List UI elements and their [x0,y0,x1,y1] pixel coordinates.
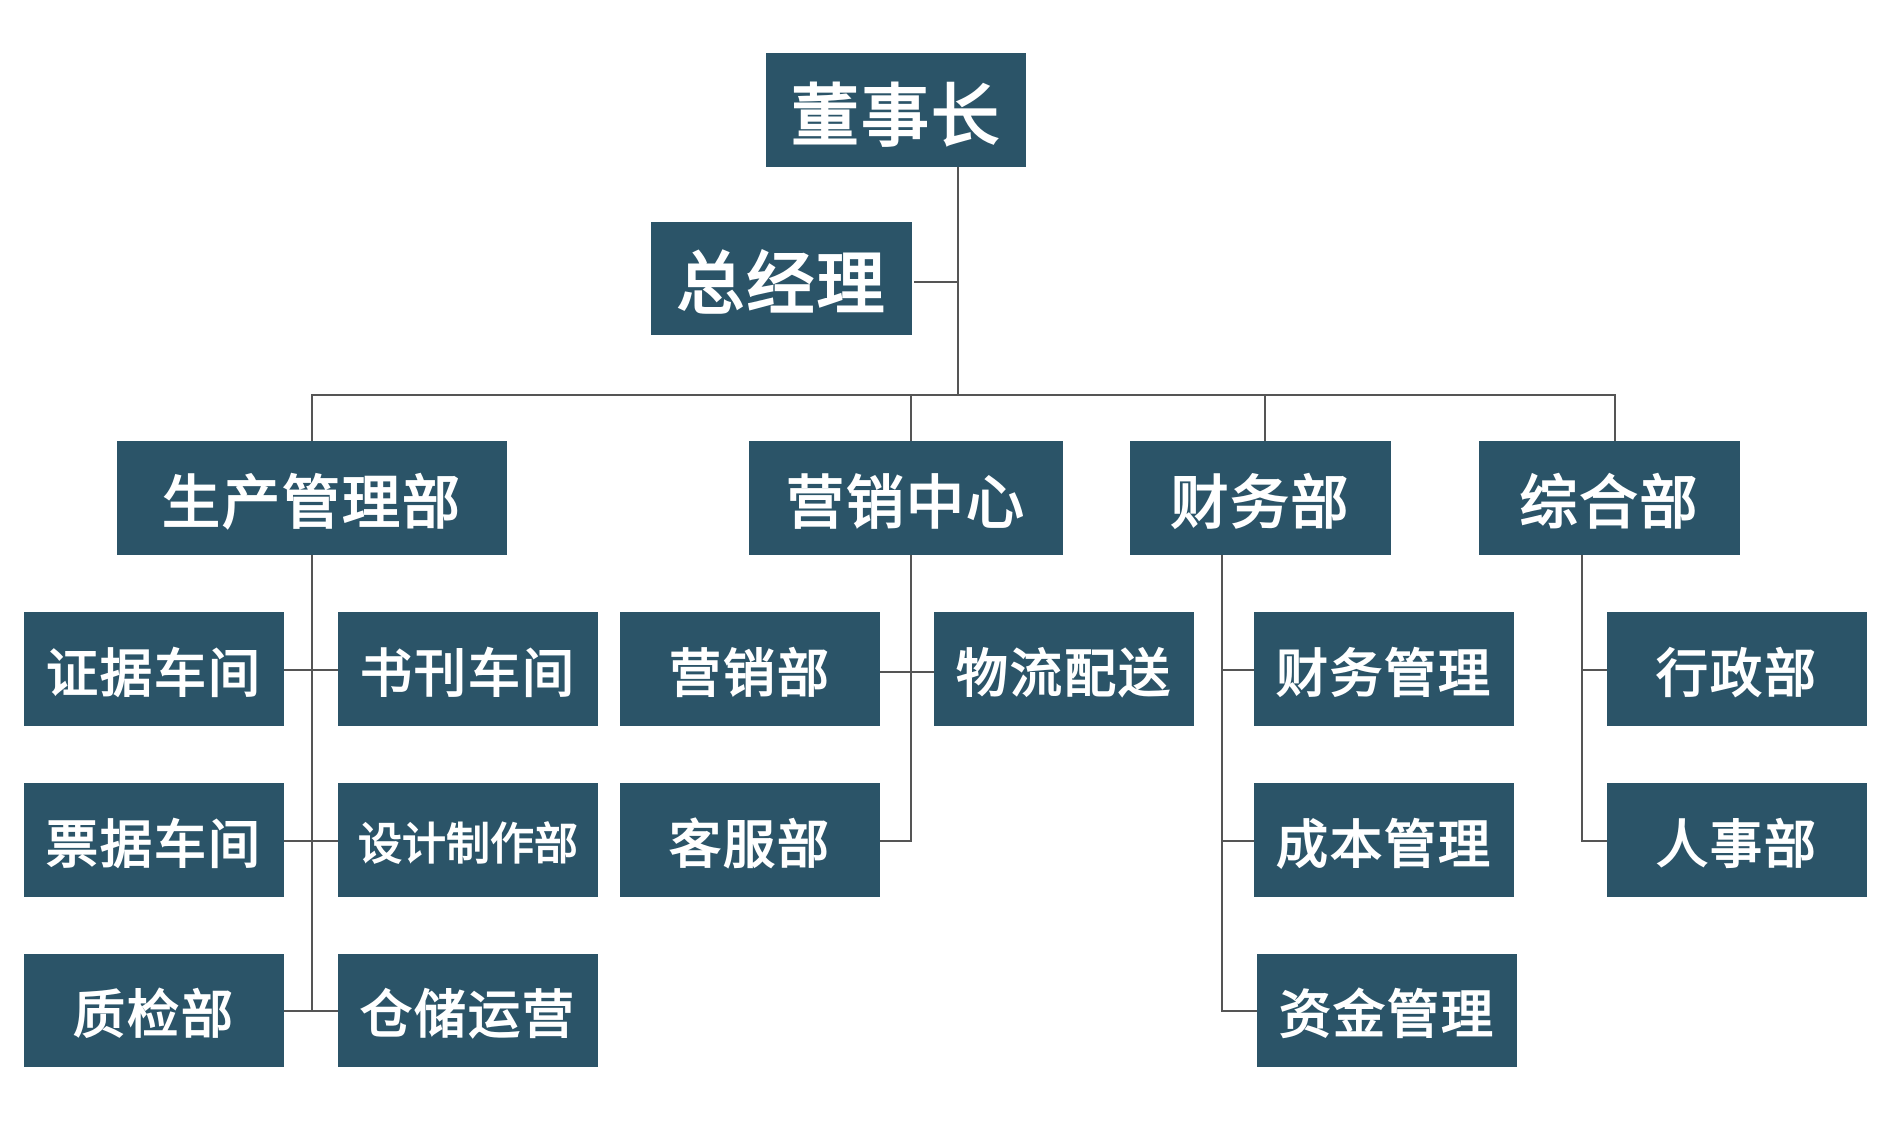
connector [914,281,958,283]
unit-box: 仓储运营 [338,954,598,1067]
connector [311,555,313,1011]
connector [910,555,912,841]
connector [1221,669,1254,671]
unit-box: 营销部 [620,612,880,726]
connector [1221,840,1254,842]
unit-box: 行政部 [1607,612,1867,726]
unit-box: 成本管理 [1254,783,1514,897]
connector [1581,555,1583,841]
unit-box: 客服部 [620,783,880,897]
dept-marketing-box: 营销中心 [749,441,1063,555]
connector [1264,394,1266,442]
connector [284,669,338,671]
connector [880,840,912,842]
unit-box: 财务管理 [1254,612,1514,726]
connector [311,394,313,442]
unit-box: 证据车间 [24,612,284,726]
unit-box: 人事部 [1607,783,1867,897]
connector [1581,669,1607,671]
dept-general-box: 综合部 [1479,441,1740,555]
unit-box: 票据车间 [24,783,284,897]
connector [880,671,934,673]
dept-production-box: 生产管理部 [117,441,507,555]
connector [957,167,959,395]
unit-box: 资金管理 [1257,954,1517,1067]
unit-box: 物流配送 [934,612,1194,726]
connector [910,394,912,442]
connector [284,1010,338,1012]
chairman-box: 董事长 [766,53,1026,167]
connector [1221,1010,1257,1012]
connector [284,840,338,842]
general-manager-box: 总经理 [651,222,912,335]
unit-box: 设计制作部 [338,783,598,897]
unit-box: 质检部 [24,954,284,1067]
dept-finance-box: 财务部 [1130,441,1391,555]
connector [1614,394,1616,442]
connector [1221,555,1223,1011]
connector [1581,840,1607,842]
unit-box: 书刊车间 [338,612,598,726]
connector [311,394,1616,396]
